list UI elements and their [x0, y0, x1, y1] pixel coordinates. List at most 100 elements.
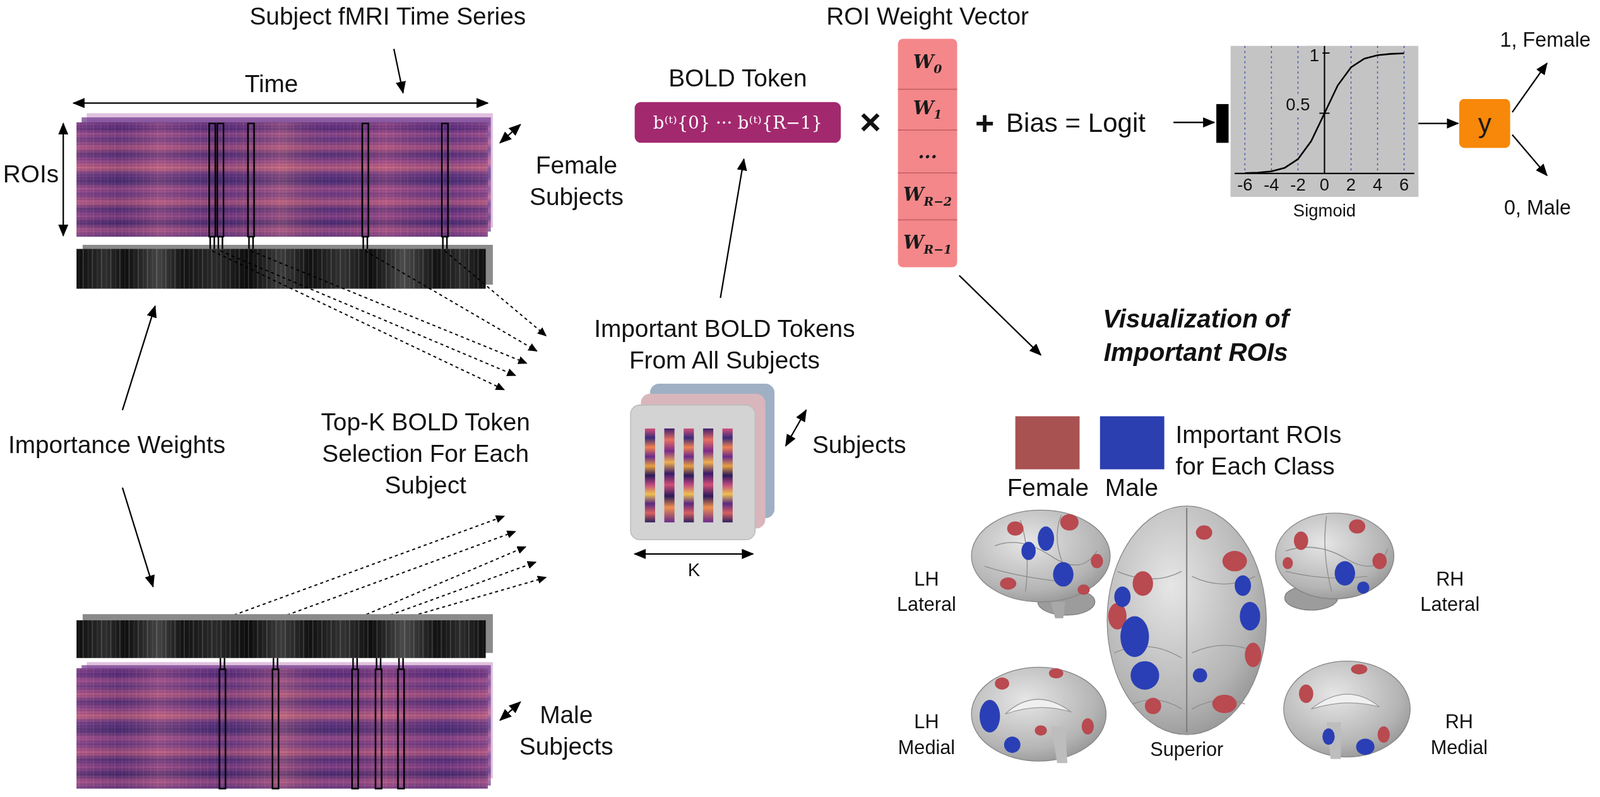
- brain-superior: [1239, 602, 1260, 631]
- node-text: ...: [917, 140, 937, 163]
- sigmoid-graph: [1403, 46, 1405, 174]
- token-cards: [645, 428, 656, 523]
- selection-dotted-arrows: [222, 516, 504, 620]
- sigmoid-graph: [1244, 46, 1246, 174]
- brain-rh-medial: [1298, 663, 1390, 743]
- leader-arrows: [1512, 63, 1547, 113]
- sigmoid-graph: [1216, 46, 1419, 197]
- brain-rh-lateral: [1348, 519, 1366, 534]
- brain-rh-medial: [1351, 663, 1368, 675]
- sigmoid-graph: [1323, 46, 1325, 174]
- selected-columns: [209, 236, 211, 249]
- brain-lh-lateral: [999, 514, 1103, 596]
- legend-swatch: [1015, 416, 1080, 470]
- label-text: Subjects: [812, 428, 935, 461]
- node-text: R−1: [924, 242, 953, 257]
- selected-columns: [252, 236, 254, 249]
- label-text: Important ROIs for Each Class: [1175, 418, 1369, 482]
- brain-rh-lateral: [1324, 516, 1332, 593]
- brain-rh-medial: [1310, 694, 1380, 709]
- label-text: RH Medial: [1418, 709, 1500, 761]
- brain-rh-lateral: [1334, 561, 1356, 586]
- bold-token-box: BOLD Tokenb⁽ᵗ⁾{0} ··· b⁽ᵗ⁾{R−1}: [634, 102, 842, 144]
- brain-lh-medial: [979, 699, 1021, 753]
- node-text: b⁽ᵗ⁾{0} ··· b⁽ᵗ⁾{R−1}: [653, 112, 823, 133]
- selected-columns: [375, 658, 377, 670]
- sigmoid-graph: [1377, 46, 1378, 174]
- leader-arrows: [499, 701, 521, 721]
- selected-columns: [398, 658, 400, 670]
- female-heatmap: [76, 122, 488, 237]
- brain-rh-lateral: [1285, 547, 1388, 567]
- leader-arrows: [634, 553, 754, 555]
- label-text: Importance Weights: [8, 428, 285, 461]
- token-cards: [663, 428, 675, 523]
- selected-columns: [362, 123, 369, 237]
- token-cards: [722, 428, 733, 523]
- brain-rh-medial: [1283, 661, 1411, 760]
- brain-rh-lateral: [1285, 516, 1388, 593]
- brain-rh-lateral: [1357, 581, 1369, 594]
- selected-columns: [217, 236, 220, 249]
- node-text: y: [1478, 107, 1492, 140]
- brain-superior: [1185, 508, 1188, 733]
- leader-arrows: [1173, 121, 1215, 124]
- brain-superior: [1114, 571, 1260, 709]
- brain-superior: [1120, 616, 1149, 658]
- leader-arrows: [122, 487, 154, 587]
- leader-arrows: [1512, 134, 1547, 176]
- axis-label: -2: [1283, 175, 1313, 196]
- label-text: Important BOLD Tokens From All Subjects: [566, 312, 883, 376]
- selected-columns: [208, 123, 216, 237]
- leader-arrows: [785, 410, 806, 447]
- axis-label: Sigmoid: [1230, 200, 1419, 221]
- selected-columns: [208, 123, 448, 250]
- axis-label: 6: [1389, 175, 1419, 196]
- brain-superior: [1108, 525, 1262, 715]
- label-text: LH Medial: [885, 709, 967, 761]
- sigmoid-graph: [1350, 46, 1352, 174]
- label-text: Male Subjects: [504, 698, 628, 762]
- label-text: Visualization of Important ROIs: [1083, 302, 1309, 370]
- label-text: +: [972, 102, 998, 146]
- selection-dotted-arrows: [220, 251, 516, 376]
- male-heatmap: [76, 668, 488, 789]
- male-importance-bar: [76, 620, 486, 659]
- brain-rh-lateral: [1372, 552, 1387, 570]
- sigmoid-graph: [1230, 46, 1419, 197]
- brain-rh-medial: [1283, 661, 1411, 758]
- brain-superior: [1107, 506, 1267, 735]
- brain-lh-lateral: [1037, 526, 1055, 552]
- sigmoid-plot: 10.5-6-4-20246Sigmoid: [1230, 46, 1419, 197]
- selected-columns: [221, 236, 223, 249]
- leader-arrows: [62, 123, 64, 237]
- sigmoid-graph: [1216, 104, 1229, 143]
- brain-superior: [1144, 698, 1162, 715]
- selected-columns: [366, 236, 368, 249]
- label-text: K: [683, 559, 704, 583]
- brain-rh-lateral: [1293, 531, 1309, 550]
- brain-superior: [1107, 506, 1267, 735]
- brain-lh-lateral: [1021, 541, 1036, 560]
- selected-columns: [248, 123, 255, 237]
- brain-superior: [1212, 694, 1238, 714]
- female-heatmap: [76, 112, 493, 237]
- roi-weight-vector: ROI Weight VectorW0W1...WR−2WR−1: [898, 38, 958, 267]
- selection-dotted-arrows: [355, 547, 526, 620]
- axis-label: 4: [1363, 175, 1392, 196]
- selected-columns: [446, 236, 448, 249]
- leader-arrows: [499, 124, 521, 143]
- label-text: Superior: [1140, 736, 1233, 762]
- node-heading: BOLD Token: [593, 63, 882, 95]
- label-text: Bias = Logit: [1006, 105, 1180, 141]
- male-heatmap: [76, 668, 488, 789]
- weight-cell: W1: [898, 89, 958, 131]
- brain-superior: [1114, 575, 1260, 690]
- brain-rh-medial: [1322, 728, 1335, 745]
- weight-cell: WR−1: [898, 220, 958, 267]
- selected-columns: [441, 123, 449, 237]
- selected-columns: [217, 123, 224, 237]
